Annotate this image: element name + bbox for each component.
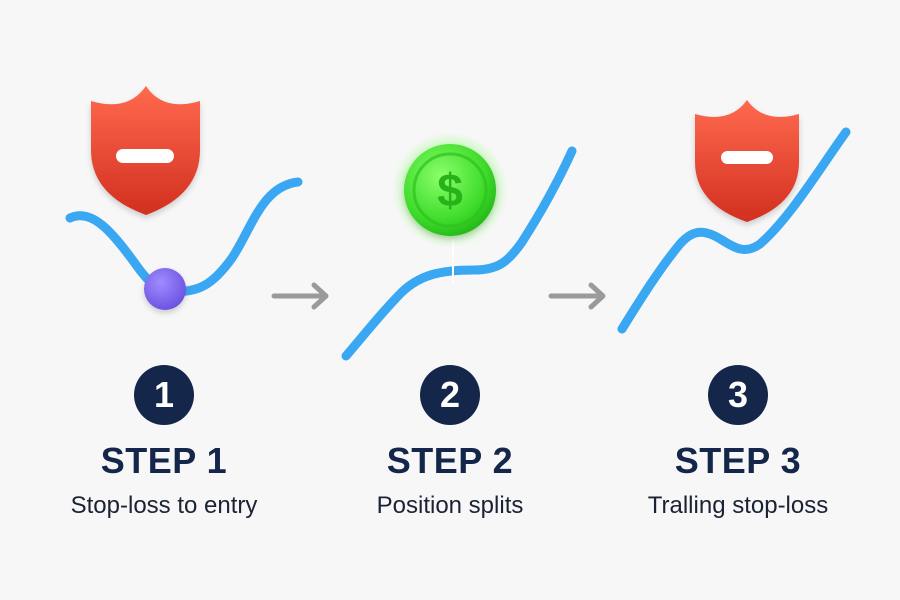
price-line-step1: [65, 177, 303, 297]
minus-sign: [721, 151, 773, 164]
step-description: Position splits: [376, 492, 524, 519]
coin-rim: [412, 152, 488, 228]
step-description: Tralling stop-loss: [647, 492, 829, 519]
dollar-coin-icon: [404, 144, 496, 236]
minus-sign: [116, 149, 174, 163]
arrow-right-icon: [548, 282, 606, 310]
step-number-badge: 3: [708, 365, 768, 425]
step-number-badge: 2: [420, 365, 480, 425]
price-line-step2: [341, 146, 577, 361]
arrow-right-icon: [271, 282, 329, 310]
price-line-step3: [617, 127, 851, 334]
coin-symbol: $: [437, 164, 463, 216]
step-1: 1 STEP 1 Stop-loss to entry: [34, 365, 294, 521]
step-title: STEP 3: [674, 440, 802, 481]
step-title: STEP 2: [386, 440, 514, 481]
step-description: Stop-loss to entry: [70, 492, 258, 519]
entry-dot-icon: [144, 268, 186, 310]
step-3: 3 STEP 3 Tralling stop-loss: [608, 365, 868, 521]
step-number-badge: 1: [134, 365, 194, 425]
step-2: 2 STEP 2 Position splits: [320, 365, 580, 521]
step-title: STEP 1: [100, 440, 228, 481]
